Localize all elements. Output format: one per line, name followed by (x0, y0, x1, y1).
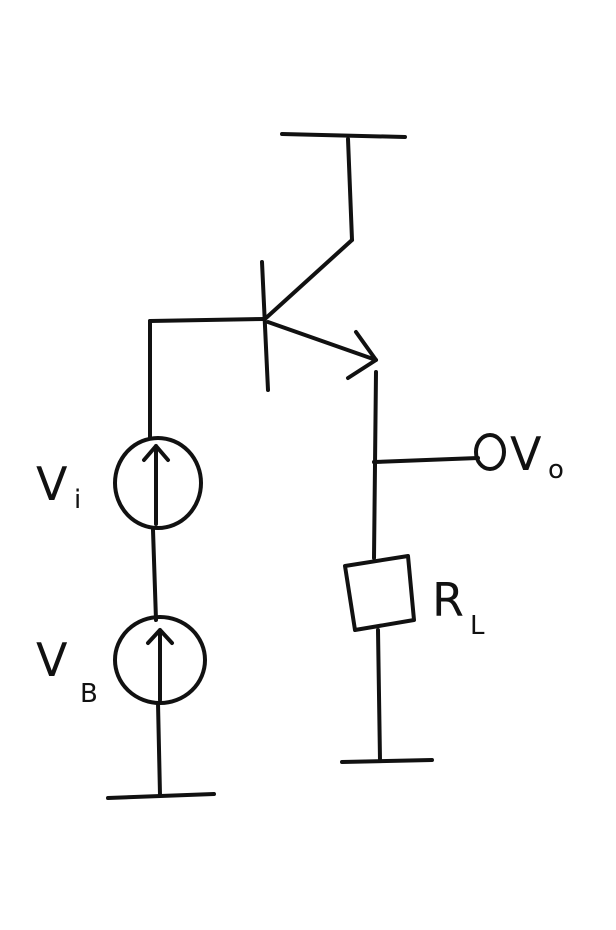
label-rl: R L (432, 573, 485, 641)
emitter-arrow-icon (346, 330, 378, 380)
label-vo: V o (510, 427, 564, 485)
bias-source-vb (113, 615, 207, 705)
emitter-node-wire (372, 370, 480, 560)
up-arrow-icon (146, 628, 174, 702)
vo-subscript: o (548, 455, 564, 485)
supply-rail (280, 132, 407, 242)
npn-transistor (260, 238, 378, 392)
vi-subscript: i (74, 485, 81, 515)
vo-main-label: V (510, 427, 542, 481)
transistor-collector (264, 238, 354, 320)
transistor-base-bar (260, 260, 270, 392)
base-wire (148, 317, 266, 440)
input-source-vi (113, 436, 203, 530)
bias-ground-wire (156, 701, 162, 797)
label-vi: V i (36, 457, 81, 515)
rl-main-label: R (432, 573, 464, 627)
up-arrow-icon (142, 444, 170, 526)
vb-subscript: B (80, 679, 98, 709)
label-vb: V B (36, 633, 98, 709)
output-terminal (474, 433, 506, 471)
transistor-emitter (266, 320, 378, 362)
source-link-wire (151, 528, 158, 622)
load-resistor (343, 554, 416, 632)
ground-left (106, 792, 216, 800)
output-terminal-icon (474, 433, 506, 471)
rl-subscript: L (470, 611, 485, 641)
ground-right (340, 758, 434, 764)
vb-main-label: V (36, 633, 68, 687)
load-ground-wire (376, 628, 382, 762)
vi-main-label: V (36, 457, 68, 511)
